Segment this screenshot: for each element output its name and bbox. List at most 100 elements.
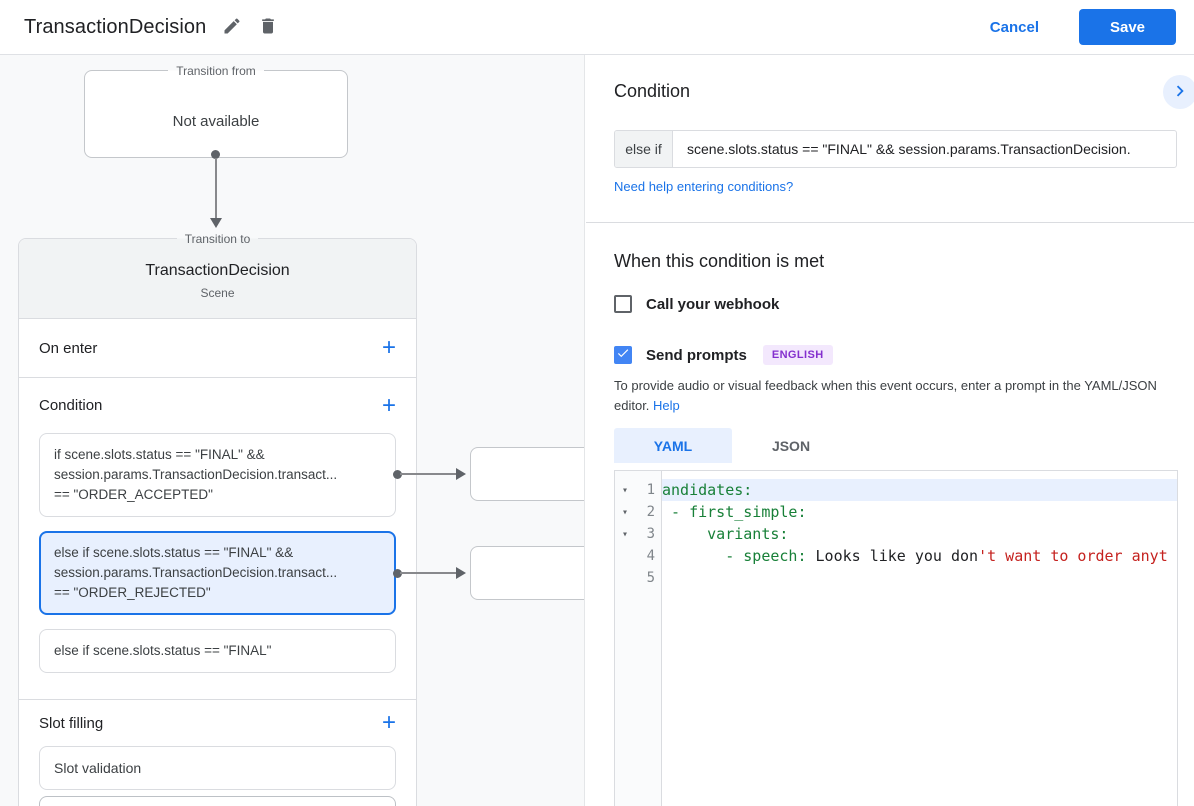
code-token: andidates: (662, 481, 753, 499)
condition-section-label: Condition (39, 397, 103, 414)
connector-line (400, 473, 456, 475)
code-line-1: andidates: (662, 479, 1177, 501)
condition-text-line: session.params.TransactionDecision.trans… (54, 565, 338, 580)
gutter-row: ▾ 3 (615, 523, 661, 545)
code-token: - first_simple: (662, 503, 807, 521)
editor-tabs: YAML JSON (614, 428, 850, 463)
code-token: - speech: (662, 547, 816, 565)
condition-text-line: else if scene.slots.status == "FINAL" && (54, 545, 294, 560)
arrow-down-icon (210, 218, 222, 228)
panel-divider (586, 222, 1194, 223)
page-title: TransactionDecision (24, 15, 207, 38)
transition-target-box[interactable] (470, 447, 584, 501)
condition-text-line: session.params.TransactionDecision.trans… (54, 467, 338, 482)
webhook-row: Call your webhook (614, 295, 779, 313)
panel-title: Condition (614, 81, 691, 101)
editor-code[interactable]: andidates: - first_simple: variants: - s… (662, 471, 1177, 806)
code-token: 't want to order anyt (978, 547, 1168, 565)
gutter-row: ▾ 2 (615, 501, 661, 523)
connector-line (400, 572, 456, 574)
delete-scene-button[interactable] (250, 9, 286, 45)
scene-card: Transition to TransactionDecision Scene … (18, 232, 417, 806)
webhook-label: Call your webhook (646, 295, 780, 313)
line-number: 4 (646, 548, 655, 564)
editor-hint-text: To provide audio or visual feedback when… (614, 378, 1157, 413)
flow-canvas: Transition from Not available Transition… (0, 55, 585, 806)
gutter-row: 4 (615, 545, 661, 567)
arrow-right-icon (456, 567, 466, 579)
on-enter-label: On enter (39, 339, 98, 357)
slot-filling-label: Slot filling (39, 714, 104, 732)
editor-hint: To provide audio or visual feedback when… (614, 376, 1166, 416)
slot-validation-card[interactable]: Slot validation (39, 746, 396, 790)
connector-dot (211, 150, 220, 159)
slot-filling-row: Slot filling + (19, 700, 416, 746)
condition-text-line: == "ORDER_REJECTED" (54, 585, 211, 600)
condition-text-line: if scene.slots.status == "FINAL" && (54, 447, 265, 462)
transition-from-box[interactable]: Transition from Not available (84, 64, 348, 158)
line-number: 2 (646, 504, 655, 520)
condition-text-line: else if scene.slots.status == "FINAL" (54, 643, 272, 658)
fold-icon[interactable]: ▾ (621, 528, 629, 540)
code-line-5 (662, 567, 1177, 589)
add-on-enter-button[interactable]: + (381, 334, 396, 361)
scene-card-header: TransactionDecision Scene (19, 239, 416, 319)
connector-dot (393, 470, 402, 479)
condition-card-accepted[interactable]: if scene.slots.status == "FINAL" && sess… (39, 433, 396, 517)
condition-header-row: Condition + (19, 378, 416, 433)
fold-icon[interactable]: ▾ (621, 484, 629, 496)
code-line-3: variants: (662, 523, 1177, 545)
condition-help-link[interactable]: Need help entering conditions? (614, 179, 794, 194)
transition-target-box[interactable] (470, 546, 584, 600)
edit-scene-button[interactable] (214, 9, 250, 45)
condition-section: Condition + if scene.slots.status == "FI… (19, 378, 416, 700)
send-prompts-label: Send prompts (646, 346, 747, 364)
add-condition-button[interactable]: + (381, 391, 396, 419)
code-token: Looks like you don (815, 547, 979, 565)
fold-icon[interactable]: ▾ (621, 506, 629, 518)
code-line-2: - first_simple: (662, 501, 1177, 523)
next-card-partial (39, 796, 396, 806)
gutter-row: 5 (615, 567, 661, 589)
language-badge: ENGLISH (762, 345, 833, 365)
connector-dot (393, 569, 402, 578)
check-icon (616, 346, 630, 365)
condition-expression-input[interactable]: scene.slots.status == "FINAL" && session… (687, 141, 1131, 157)
transition-from-text: Not available (172, 113, 260, 130)
yaml-editor[interactable]: ▾ 1 ▾ 2 ▾ 3 4 5 (614, 470, 1178, 806)
transition-from-legend: Transition from (85, 62, 347, 80)
send-prompts-checkbox[interactable] (614, 346, 632, 364)
condition-card-rejected-selected[interactable]: else if scene.slots.status == "FINAL" &&… (39, 531, 396, 615)
condition-detail-panel: Condition else if scene.slots.status == … (586, 55, 1194, 806)
line-number: 3 (646, 526, 655, 542)
webhook-checkbox[interactable] (614, 295, 632, 313)
save-button[interactable]: Save (1079, 9, 1176, 45)
line-number: 5 (646, 570, 655, 586)
condition-expression-row: else if scene.slots.status == "FINAL" &&… (614, 130, 1177, 168)
arrow-right-icon (456, 468, 466, 480)
chevron-right-icon (1169, 80, 1191, 105)
trash-icon (258, 16, 278, 39)
code-line-4: - speech: Looks like you don't want to o… (662, 545, 1177, 567)
condition-card-final[interactable]: else if scene.slots.status == "FINAL" (39, 629, 396, 673)
top-bar: TransactionDecision Cancel Save (0, 0, 1194, 55)
cancel-button[interactable]: Cancel (989, 18, 1039, 36)
editor-gutter: ▾ 1 ▾ 2 ▾ 3 4 5 (615, 471, 662, 806)
condition-text-line: == "ORDER_ACCEPTED" (54, 487, 213, 502)
add-slot-button[interactable]: + (381, 709, 396, 736)
tab-json[interactable]: JSON (732, 428, 850, 463)
scene-type-label: Scene (200, 286, 235, 300)
send-prompts-row: Send prompts ENGLISH (614, 345, 833, 365)
code-token: variants: (662, 525, 789, 543)
tab-yaml[interactable]: YAML (614, 428, 732, 463)
else-if-prefix: else if (615, 131, 673, 167)
on-enter-row: On enter + (19, 319, 416, 378)
pencil-icon (222, 16, 242, 39)
connector-line (215, 158, 217, 218)
gutter-row: ▾ 1 (615, 479, 661, 501)
collapse-panel-button[interactable] (1163, 75, 1194, 109)
help-link[interactable]: Help (653, 398, 680, 413)
scene-name: TransactionDecision (145, 262, 290, 279)
line-number: 1 (646, 482, 655, 498)
